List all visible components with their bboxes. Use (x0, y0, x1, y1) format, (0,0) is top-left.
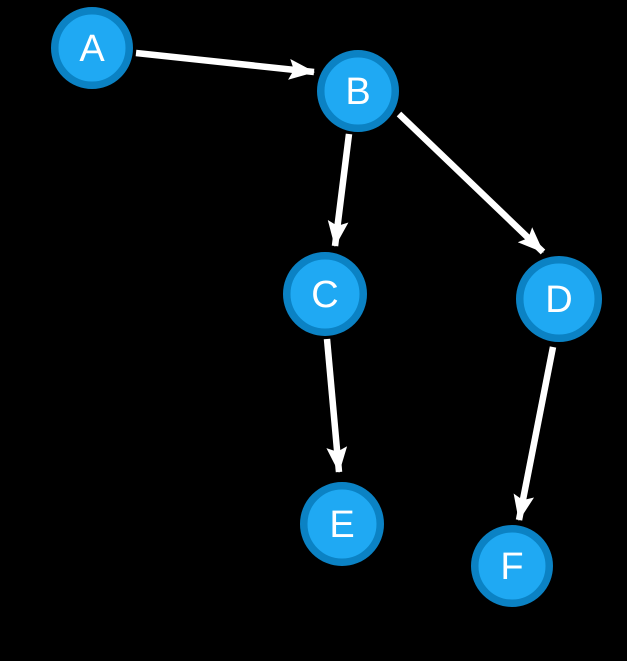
node-C-circle (283, 252, 367, 336)
edge-A-B-arrow (135, 49, 316, 80)
node-F[interactable]: F (471, 525, 553, 607)
node-A-circle (51, 7, 133, 89)
node-C-label: C (311, 274, 338, 316)
node-B-label: B (345, 71, 370, 113)
node-B[interactable]: B (317, 50, 399, 132)
node-A[interactable]: A (51, 7, 133, 89)
edge-B-D-arrow (396, 111, 546, 255)
edge-B-C-arrow (327, 133, 353, 248)
edges-layer (135, 49, 557, 522)
edge-D-F-arrow (513, 346, 557, 522)
node-B-circle (317, 50, 399, 132)
node-E-label: E (329, 504, 354, 546)
node-A-label: A (79, 28, 105, 70)
node-D[interactable]: D (516, 256, 602, 342)
node-E[interactable]: E (300, 482, 384, 566)
node-D-circle (516, 256, 602, 342)
node-E-circle (300, 482, 384, 566)
nodes-layer: A B C D E F (51, 7, 602, 607)
node-F-label: F (500, 546, 523, 588)
node-D-label: D (545, 279, 572, 321)
node-C[interactable]: C (283, 252, 367, 336)
node-F-circle (471, 525, 553, 607)
edge-C-E-arrow (323, 338, 348, 474)
